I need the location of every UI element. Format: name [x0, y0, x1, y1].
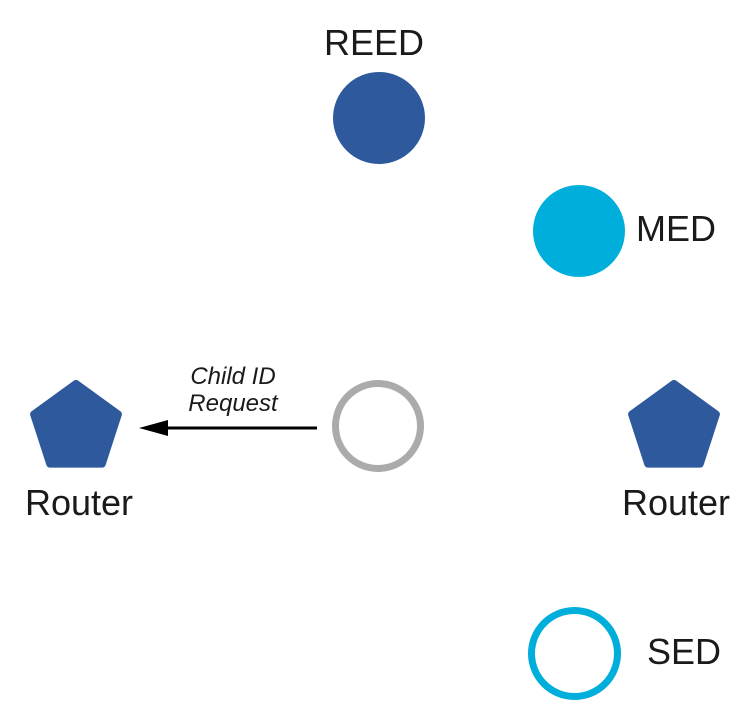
child-id-request-label: Child ID Request [188, 363, 277, 417]
child-id-request-arrow-icon [139, 420, 317, 436]
router-left-pentagon-icon [30, 380, 122, 468]
router-left-node-icon [30, 380, 122, 468]
reed-filled-circle-icon [333, 72, 425, 164]
child-id-request-label-line1: Child ID [190, 363, 276, 390]
router-right-label: Router [621, 482, 731, 523]
sed-node-icon [528, 607, 621, 700]
med-label: MED [636, 208, 716, 249]
router-right-pentagon-icon [628, 380, 720, 468]
joining-device-outline-circle-icon [332, 380, 424, 472]
reed-node-icon [333, 72, 425, 164]
med-node-icon [533, 185, 625, 277]
med-filled-circle-icon [533, 185, 625, 277]
router-left-label: Router [24, 482, 134, 523]
child-id-request-label-line2: Request [188, 390, 278, 417]
arrow-head [139, 420, 168, 436]
joining-device-node-icon [332, 380, 424, 472]
reed-label: REED [323, 22, 425, 63]
router-right-node-icon [628, 380, 720, 468]
sed-label: SED [647, 631, 722, 672]
sed-outline-circle-icon [528, 607, 621, 700]
